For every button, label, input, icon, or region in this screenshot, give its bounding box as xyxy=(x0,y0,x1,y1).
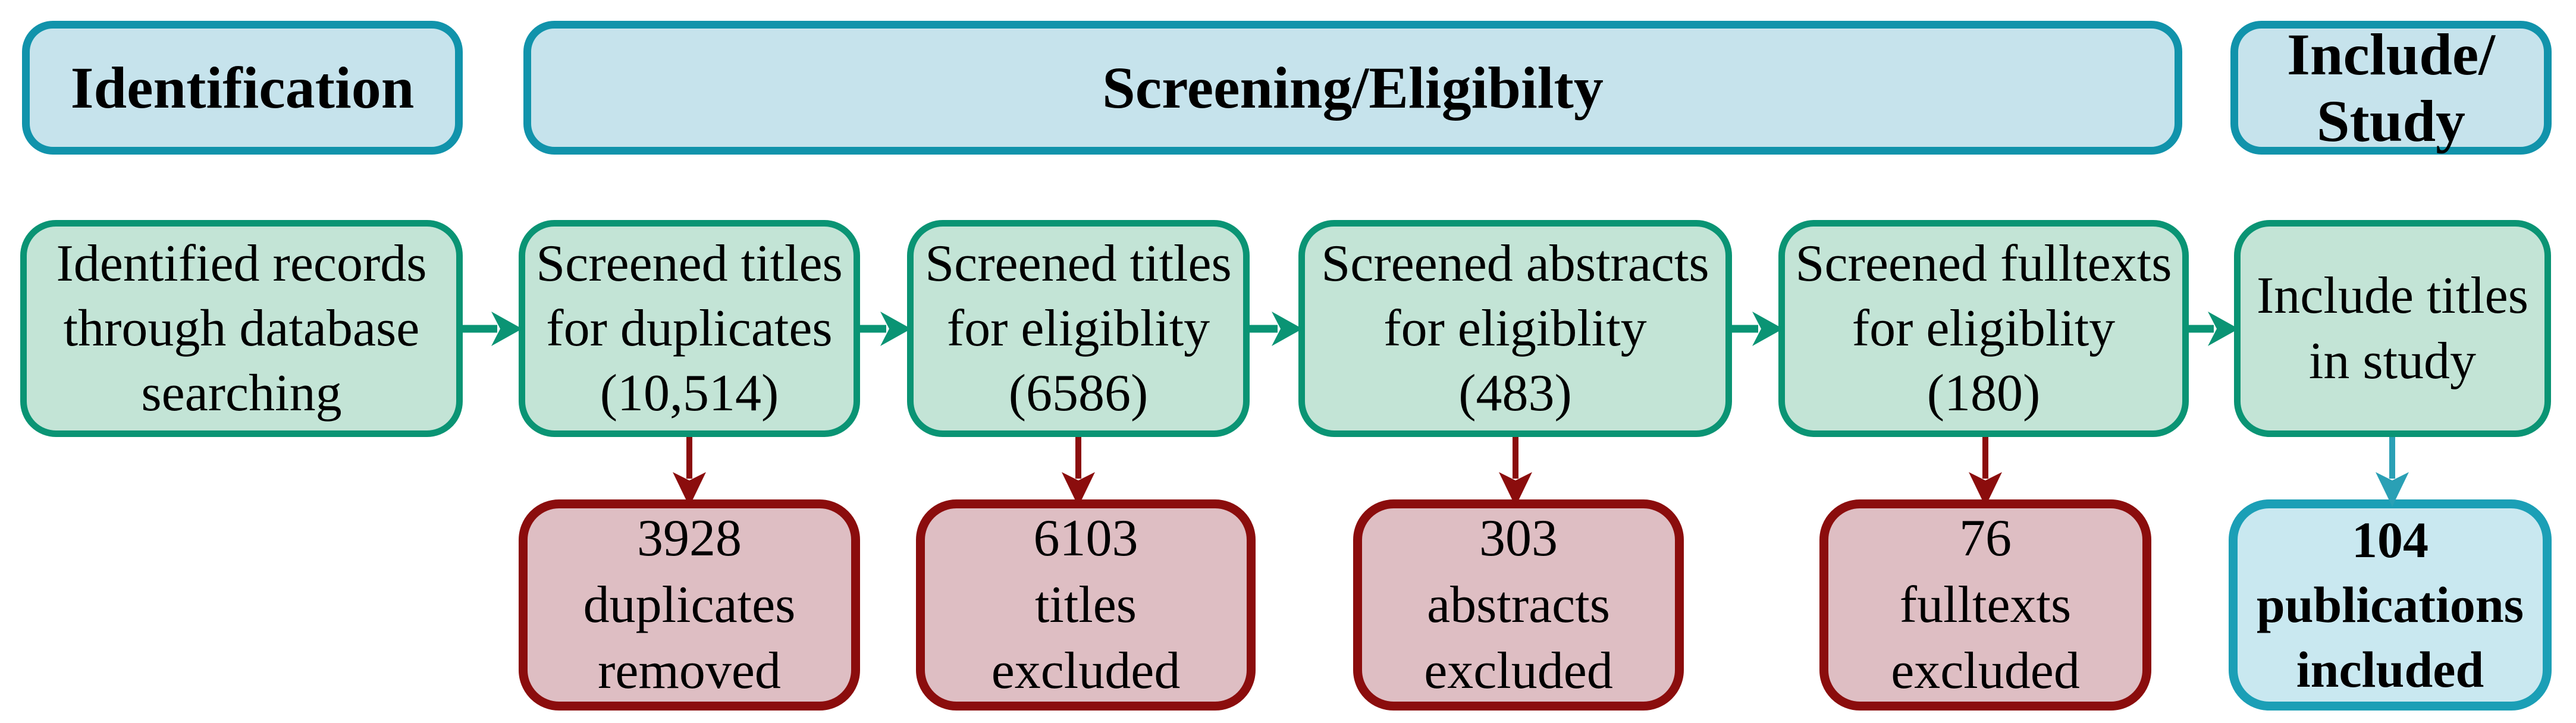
outcome-box-fulltexts-excluded-text: 76 fulltexts excluded xyxy=(1891,509,2080,700)
outcome-box-publications-included-text: 104 publications included xyxy=(2256,511,2524,699)
stage-header-screening-eligibility: Screening/Eligibilty xyxy=(523,21,2182,155)
outcome-box-abstracts-excluded: 303 abstracts excluded xyxy=(1353,499,1684,711)
process-box-screened-titles-eligibility-text: Screened titles for eligiblity (6586) xyxy=(925,234,1232,423)
arrow-right-head-icon xyxy=(491,312,522,346)
outcome-box-abstracts-excluded-text: 303 abstracts excluded xyxy=(1424,509,1613,700)
process-box-screened-abstracts-text: Screened abstracts for eligiblity (483) xyxy=(1321,234,1709,423)
stage-header-include-study-label: Include/ Study xyxy=(2286,21,2496,154)
process-box-identified-records: Identified records through database sear… xyxy=(20,220,463,437)
outcome-box-publications-included: 104 publications included xyxy=(2229,499,2552,711)
outcome-box-duplicates-removed-text: 3928 duplicates removed xyxy=(583,509,796,700)
stage-header-include-study: Include/ Study xyxy=(2230,21,2552,155)
process-box-screened-abstracts: Screened abstracts for eligiblity (483) xyxy=(1298,220,1732,437)
process-box-include-titles: Include titles in study xyxy=(2234,220,2551,437)
process-box-screened-titles-eligibility: Screened titles for eligiblity (6586) xyxy=(907,220,1250,437)
stage-header-identification-label: Identification xyxy=(70,54,415,121)
outcome-box-titles-excluded: 6103 titles excluded xyxy=(916,499,1256,711)
stage-header-identification: Identification xyxy=(22,21,463,155)
process-box-screened-titles-duplicates: Screened titles for duplicates (10,514) xyxy=(519,220,860,437)
outcome-box-fulltexts-excluded: 76 fulltexts excluded xyxy=(1819,499,2151,711)
outcome-box-duplicates-removed: 3928 duplicates removed xyxy=(519,499,860,711)
process-box-screened-titles-duplicates-text: Screened titles for duplicates (10,514) xyxy=(536,234,843,423)
stage-header-screening-eligibility-label: Screening/Eligibilty xyxy=(1102,54,1604,121)
outcome-box-titles-excluded-text: 6103 titles excluded xyxy=(991,509,1181,700)
process-box-identified-records-text: Identified records through database sear… xyxy=(56,234,427,423)
process-box-include-titles-text: Include titles in study xyxy=(2257,267,2528,390)
process-box-screened-fulltexts-text: Screened fulltexts for eligiblity (180) xyxy=(1795,234,2172,423)
process-box-screened-fulltexts: Screened fulltexts for eligiblity (180) xyxy=(1778,220,2189,437)
